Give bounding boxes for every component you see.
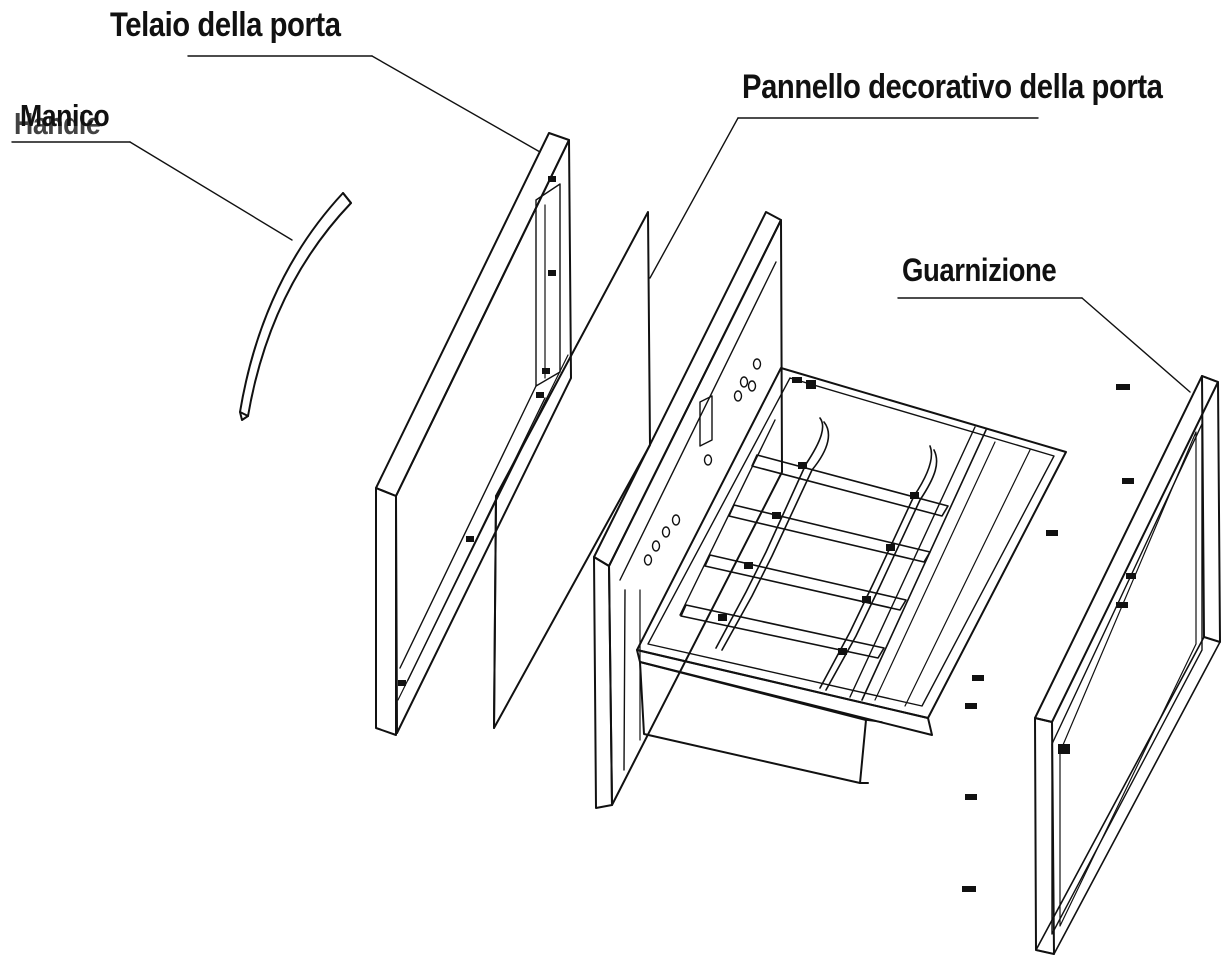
label-handle: Manico xyxy=(20,98,110,133)
drawer-tray-part xyxy=(636,367,1067,784)
leader-handle xyxy=(129,141,293,241)
leader-gasket xyxy=(1081,297,1191,393)
label-gasket: Guarnizione xyxy=(902,252,1057,288)
label-door-frame: Telaio della porta xyxy=(110,6,341,44)
tray-dividers xyxy=(715,417,938,691)
decorative-panel-part xyxy=(493,211,651,729)
leader-panel xyxy=(649,117,739,279)
handle-part xyxy=(239,192,352,421)
leader-frame xyxy=(371,55,541,153)
label-handle-overlap: Handle xyxy=(14,106,101,141)
tray-clips xyxy=(718,380,919,655)
tray-rails xyxy=(680,454,949,659)
door-frame-part xyxy=(375,132,572,736)
front-holes xyxy=(643,358,762,566)
leader-lines xyxy=(11,55,1191,393)
loose-screws xyxy=(792,377,1136,892)
gasket-part xyxy=(1034,375,1221,955)
label-decorative-panel: Pannello decorativo della porta xyxy=(742,68,1163,106)
frame-screws xyxy=(398,176,556,686)
